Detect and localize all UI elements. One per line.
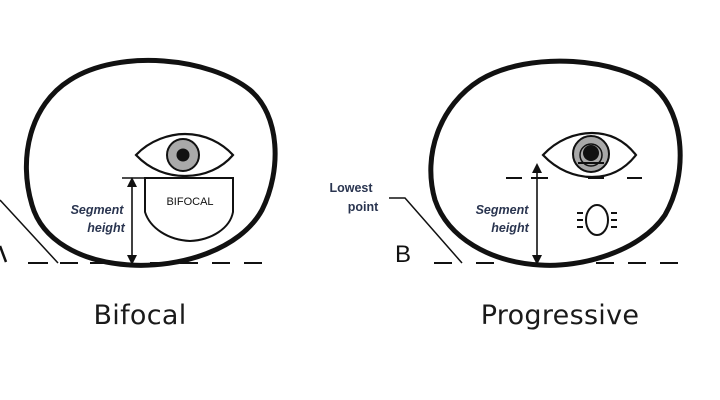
lowest-point-leader [389, 197, 463, 264]
lowest-point-label-line1: Lowest [329, 181, 373, 195]
pupil [176, 148, 190, 162]
progressive-eye [541, 131, 638, 179]
fitting-cross-ring [579, 143, 603, 167]
bifocal-caption: Bifocal [93, 300, 187, 331]
corner-letter-b: B [395, 241, 411, 268]
bifocal-segment-height-line2: height [87, 221, 125, 235]
progressive-segment-height-line1: Segment [476, 203, 530, 217]
bifocal-lens-frame [23, 57, 278, 268]
bifocal-panel: BIFOCAL Segment height [0, 57, 278, 268]
near-vision-zone-marker [577, 204, 617, 236]
progressive-lens-frame [428, 58, 683, 268]
bifocal-segment-height-line1: Segment [71, 203, 125, 217]
pupil [583, 145, 599, 161]
corner-letter-a-mark [0, 245, 8, 263]
progressive-panel: B Lowest point [329, 58, 683, 268]
bifocal-segment-label: BIFOCAL [166, 196, 213, 208]
lowest-point-label-line2: point [348, 200, 379, 214]
bifocal-eye [134, 132, 235, 178]
bifocal-segment: BIFOCAL [144, 177, 234, 243]
progressive-segment-height-line2: height [491, 221, 529, 235]
bifocal-leader-line [0, 199, 59, 264]
progressive-caption: Progressive [480, 300, 640, 331]
